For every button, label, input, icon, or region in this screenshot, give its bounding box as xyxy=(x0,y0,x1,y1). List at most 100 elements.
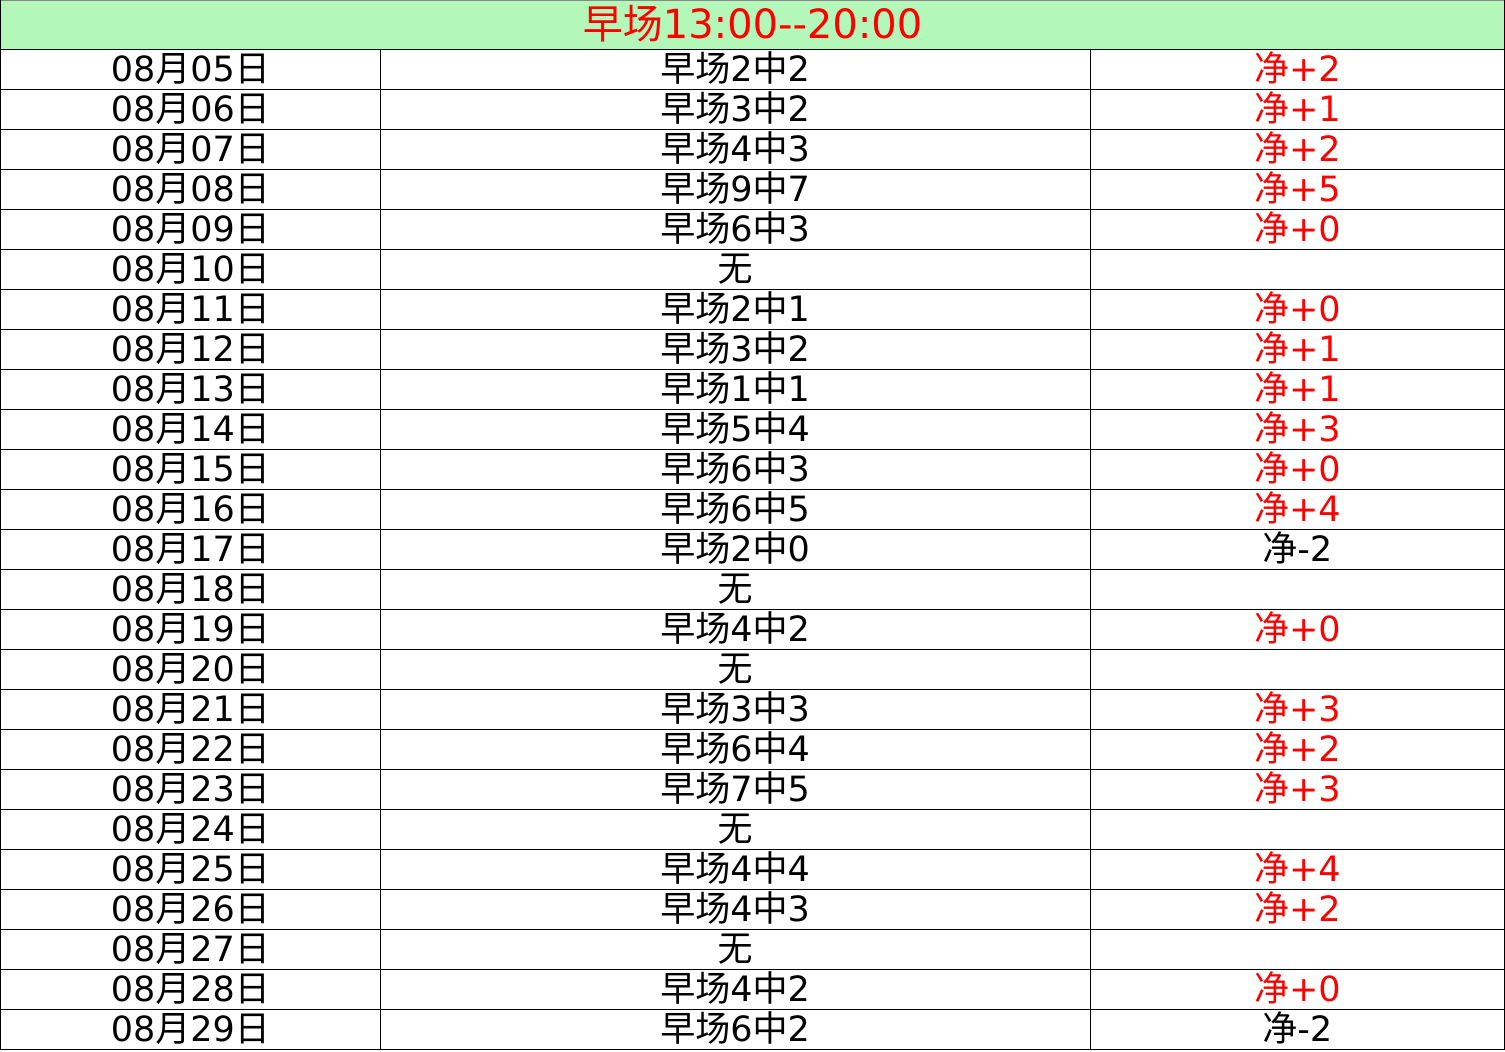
date-cell: 08月06日 xyxy=(1,89,381,130)
session-result-cell: 早场6中4 xyxy=(380,729,1091,770)
table-row: 08月10日无 xyxy=(1,249,1504,290)
session-result-cell: 早场9中7 xyxy=(380,169,1091,210)
net-result-cell: 净+3 xyxy=(1090,409,1504,450)
session-result-cell: 早场3中2 xyxy=(380,89,1091,130)
session-result-cell: 早场2中1 xyxy=(380,289,1091,330)
date-cell: 08月26日 xyxy=(1,889,381,930)
net-result-cell: 净+0 xyxy=(1090,449,1504,490)
date-cell: 08月14日 xyxy=(1,409,381,450)
date-cell: 08月08日 xyxy=(1,169,381,210)
session-result-cell: 早场6中2 xyxy=(380,1009,1091,1050)
net-result-cell: 净+0 xyxy=(1090,209,1504,250)
net-result-cell: 净+1 xyxy=(1090,329,1504,370)
net-result-cell xyxy=(1090,569,1504,610)
session-result-cell: 无 xyxy=(380,809,1091,850)
date-cell: 08月12日 xyxy=(1,329,381,370)
net-result-cell xyxy=(1090,649,1504,690)
net-result-cell: 净-2 xyxy=(1090,1009,1504,1050)
session-result-cell: 早场7中5 xyxy=(380,769,1091,810)
session-result-cell: 早场4中2 xyxy=(380,609,1091,650)
date-cell: 08月10日 xyxy=(1,249,381,290)
date-cell: 08月18日 xyxy=(1,569,381,610)
net-result-cell: 净+2 xyxy=(1090,729,1504,770)
session-result-cell: 早场5中4 xyxy=(380,409,1091,450)
date-cell: 08月11日 xyxy=(1,289,381,330)
session-result-cell: 早场1中1 xyxy=(380,369,1091,410)
net-result-cell: 净+0 xyxy=(1090,289,1504,330)
net-result-cell: 净+3 xyxy=(1090,769,1504,810)
date-cell: 08月23日 xyxy=(1,769,381,810)
sheet-title: 早场13:00--20:00 xyxy=(1,0,1504,50)
date-cell: 08月05日 xyxy=(1,50,381,90)
date-cell: 08月21日 xyxy=(1,689,381,730)
date-cell: 08月27日 xyxy=(1,929,381,970)
table-row: 08月20日无 xyxy=(1,649,1504,690)
date-cell: 08月16日 xyxy=(1,489,381,530)
net-result-cell xyxy=(1090,929,1504,970)
net-result-cell: 净+2 xyxy=(1090,50,1504,90)
session-result-cell: 早场6中3 xyxy=(380,209,1091,250)
date-cell: 08月09日 xyxy=(1,209,381,250)
net-result-cell: 净+1 xyxy=(1090,369,1504,410)
net-result-cell: 净+2 xyxy=(1090,129,1504,170)
session-result-cell: 早场4中2 xyxy=(380,969,1091,1010)
net-result-cell: 净-2 xyxy=(1090,529,1504,570)
session-result-cell: 早场2中2 xyxy=(380,50,1091,90)
net-result-cell: 净+2 xyxy=(1090,889,1504,930)
session-result-cell: 早场4中4 xyxy=(380,849,1091,890)
net-result-cell: 净+5 xyxy=(1090,169,1504,210)
net-result-cell: 净+0 xyxy=(1090,609,1504,650)
session-result-cell: 无 xyxy=(380,649,1091,690)
session-result-cell: 无 xyxy=(380,569,1091,610)
session-result-cell: 早场3中2 xyxy=(380,329,1091,370)
net-result-cell: 净+4 xyxy=(1090,489,1504,530)
session-result-cell: 早场3中3 xyxy=(380,689,1091,730)
net-result-cell: 净+4 xyxy=(1090,849,1504,890)
session-result-cell: 早场6中3 xyxy=(380,449,1091,490)
session-result-cell: 早场4中3 xyxy=(380,129,1091,170)
date-cell: 08月24日 xyxy=(1,809,381,850)
date-cell: 08月17日 xyxy=(1,529,381,570)
session-result-cell: 无 xyxy=(380,249,1091,290)
date-cell: 08月20日 xyxy=(1,649,381,690)
date-cell: 08月22日 xyxy=(1,729,381,770)
table-row: 08月18日无 xyxy=(1,569,1504,610)
net-result-cell: 净+3 xyxy=(1090,689,1504,730)
date-cell: 08月28日 xyxy=(1,969,381,1010)
date-cell: 08月07日 xyxy=(1,129,381,170)
date-cell: 08月19日 xyxy=(1,609,381,650)
net-result-cell: 净+0 xyxy=(1090,969,1504,1010)
date-cell: 08月13日 xyxy=(1,369,381,410)
net-result-cell xyxy=(1090,249,1504,290)
table-row: 08月24日无 xyxy=(1,809,1504,850)
date-cell: 08月25日 xyxy=(1,849,381,890)
session-result-cell: 早场4中3 xyxy=(380,889,1091,930)
net-result-cell xyxy=(1090,809,1504,850)
date-cell: 08月29日 xyxy=(1,1009,381,1050)
session-result-cell: 早场6中5 xyxy=(380,489,1091,530)
table-row: 08月27日无 xyxy=(1,929,1504,970)
net-result-cell: 净+1 xyxy=(1090,89,1504,130)
session-result-cell: 无 xyxy=(380,929,1091,970)
